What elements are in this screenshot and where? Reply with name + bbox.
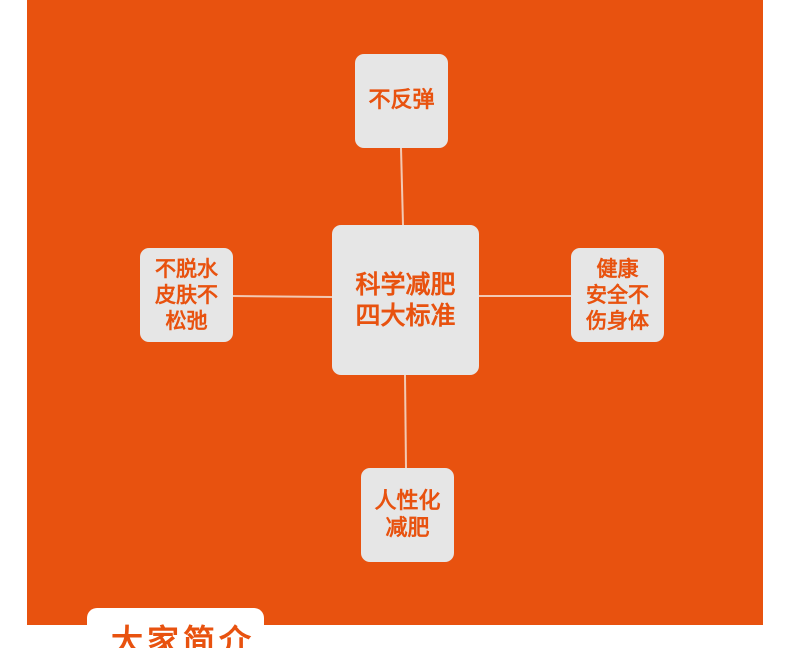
connector-left	[232, 295, 333, 298]
node-no-dehydration-label: 不脱水 皮肤不 松弛	[155, 256, 218, 334]
node-humanized: 人性化 减肥	[361, 468, 454, 562]
node-center-label: 科学减肥 四大标准	[355, 269, 456, 330]
connector-top	[400, 147, 404, 226]
node-center-four-standards: 科学减肥 四大标准	[332, 225, 479, 375]
node-healthy-safe-label: 健康 安全不 伤身体	[586, 256, 649, 334]
connector-bottom	[404, 374, 407, 469]
node-humanized-label: 人性化 减肥	[374, 488, 441, 542]
node-no-rebound-label: 不反弹	[368, 88, 435, 114]
node-healthy-safe: 健康 安全不 伤身体	[571, 248, 664, 342]
section-title: 大家简介	[111, 622, 256, 648]
connector-lines	[232, 147, 571, 469]
node-no-dehydration: 不脱水 皮肤不 松弛	[140, 248, 233, 342]
node-no-rebound: 不反弹	[355, 54, 448, 148]
section-title-tab: 大家简介	[87, 608, 264, 648]
